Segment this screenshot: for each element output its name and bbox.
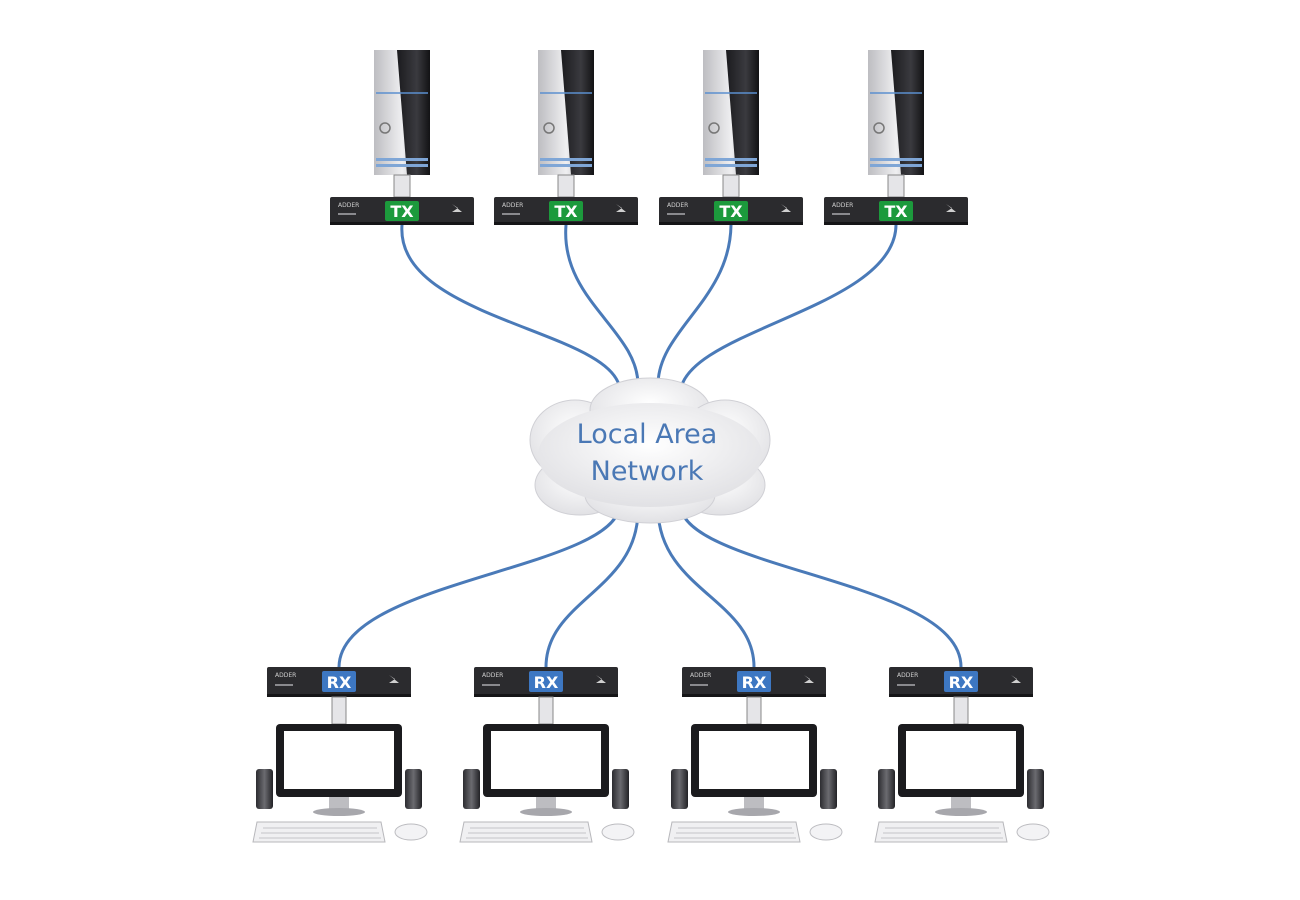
pc-tower-icon xyxy=(703,50,759,198)
rx-unit: ADDER RX xyxy=(267,667,411,697)
rx-unit: ADDER RX xyxy=(889,667,1033,697)
monitor-icon xyxy=(483,724,609,816)
keyboard-icon xyxy=(252,821,386,843)
tx-unit: ADDER TX xyxy=(330,197,474,225)
tx-brand-label: ADDER xyxy=(502,202,523,209)
tx-station: ADDER TX xyxy=(330,50,474,225)
rx-badge: RX xyxy=(949,673,974,692)
tx-unit: ADDER TX xyxy=(824,197,968,225)
network-cable xyxy=(656,223,733,387)
mouse-icon xyxy=(809,823,843,841)
speaker-icon xyxy=(820,769,837,809)
rx-brand-label: ADDER xyxy=(275,672,296,679)
tx-badge: TX xyxy=(390,202,414,221)
network-cable xyxy=(564,223,640,387)
tx-station: ADDER TX xyxy=(494,50,638,225)
lan-cloud: Local Area Network xyxy=(529,377,771,524)
speaker-icon xyxy=(256,769,273,809)
keyboard-icon xyxy=(667,821,801,843)
rx-station: ADDER RX xyxy=(874,667,1050,843)
tx-station: ADDER TX xyxy=(824,50,968,225)
rx-station: ADDER RX xyxy=(252,667,428,843)
rx-station: ADDER RX xyxy=(459,667,635,843)
transmitter-stations: ADDER TX ADDER xyxy=(330,50,968,225)
mouse-icon xyxy=(601,823,635,841)
tx-badge: TX xyxy=(719,202,743,221)
pc-tower-icon xyxy=(868,50,924,198)
network-cable xyxy=(656,508,756,669)
tx-brand-label: ADDER xyxy=(832,202,853,209)
pc-tower-icon xyxy=(538,50,594,198)
network-cable xyxy=(400,223,622,392)
network-cable xyxy=(678,503,963,669)
rx-unit: ADDER RX xyxy=(682,667,826,697)
rx-brand-label: ADDER xyxy=(690,672,711,679)
rx-brand-label: ADDER xyxy=(482,672,503,679)
rx-badge: RX xyxy=(534,673,559,692)
lan-label-line2: Network xyxy=(591,456,704,487)
speaker-icon xyxy=(878,769,895,809)
speaker-icon xyxy=(612,769,629,809)
tx-badge: TX xyxy=(554,202,578,221)
rx-badge: RX xyxy=(742,673,767,692)
network-cable xyxy=(678,223,898,397)
mouse-icon xyxy=(1016,823,1050,841)
monitor-icon xyxy=(898,724,1024,816)
keyboard-icon xyxy=(874,821,1008,843)
tx-unit: ADDER TX xyxy=(659,197,803,225)
keyboard-icon xyxy=(459,821,593,843)
rx-unit: ADDER RX xyxy=(474,667,618,697)
pc-tower-icon xyxy=(374,50,430,198)
network-cable xyxy=(337,503,622,669)
lan-label-line1: Local Area xyxy=(577,419,718,450)
monitor-icon xyxy=(276,724,402,816)
receiver-stations: ADDER RX xyxy=(252,667,1050,843)
rx-station: ADDER RX xyxy=(667,667,843,843)
network-cables xyxy=(337,223,963,669)
speaker-icon xyxy=(405,769,422,809)
tx-brand-label: ADDER xyxy=(667,202,688,209)
network-cable xyxy=(544,508,640,669)
speaker-icon xyxy=(1027,769,1044,809)
tx-brand-label: ADDER xyxy=(338,202,359,209)
speaker-icon xyxy=(671,769,688,809)
rx-brand-label: ADDER xyxy=(897,672,918,679)
mouse-icon xyxy=(394,823,428,841)
tx-badge: TX xyxy=(884,202,908,221)
rx-badge: RX xyxy=(327,673,352,692)
tx-unit: ADDER TX xyxy=(494,197,638,225)
tx-station: ADDER TX xyxy=(659,50,803,225)
monitor-icon xyxy=(691,724,817,816)
speaker-icon xyxy=(463,769,480,809)
